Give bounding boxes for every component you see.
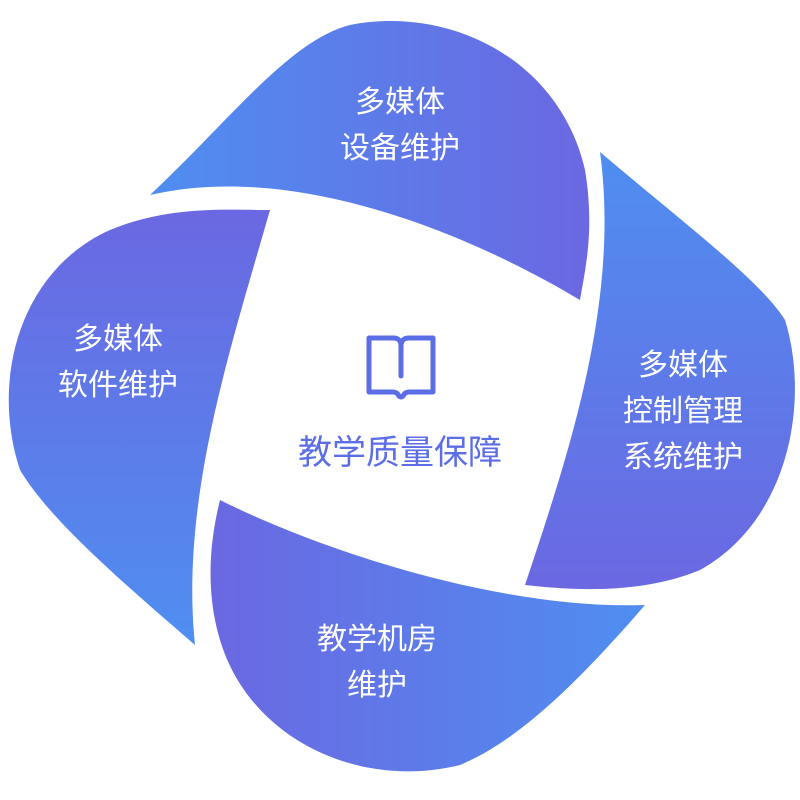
petal-bottom bbox=[210, 500, 645, 772]
petal-bottom-label: 教学机房 维护 bbox=[317, 617, 437, 709]
center-title: 教学质量保障 bbox=[298, 433, 502, 473]
petal-left bbox=[8, 209, 270, 645]
label-line: 教学机房 bbox=[317, 622, 437, 657]
label-line: 维护 bbox=[347, 668, 407, 703]
label-line: 控制管理 bbox=[623, 394, 743, 429]
book-icon bbox=[366, 335, 436, 400]
label-line: 多媒体 bbox=[73, 322, 163, 357]
petal-right-label: 多媒体 控制管理 系统维护 bbox=[623, 343, 743, 481]
label-line: 系统维护 bbox=[623, 440, 743, 475]
label-line: 软件维护 bbox=[58, 368, 178, 403]
petal-left-label: 多媒体 软件维护 bbox=[58, 317, 178, 409]
petal-right bbox=[525, 152, 795, 590]
petal-top-label: 多媒体 设备维护 bbox=[340, 80, 460, 172]
label-line: 多媒体 bbox=[638, 348, 728, 383]
label-line: 设备维护 bbox=[340, 131, 460, 166]
petal-top bbox=[150, 20, 590, 300]
label-line: 多媒体 bbox=[355, 85, 445, 120]
